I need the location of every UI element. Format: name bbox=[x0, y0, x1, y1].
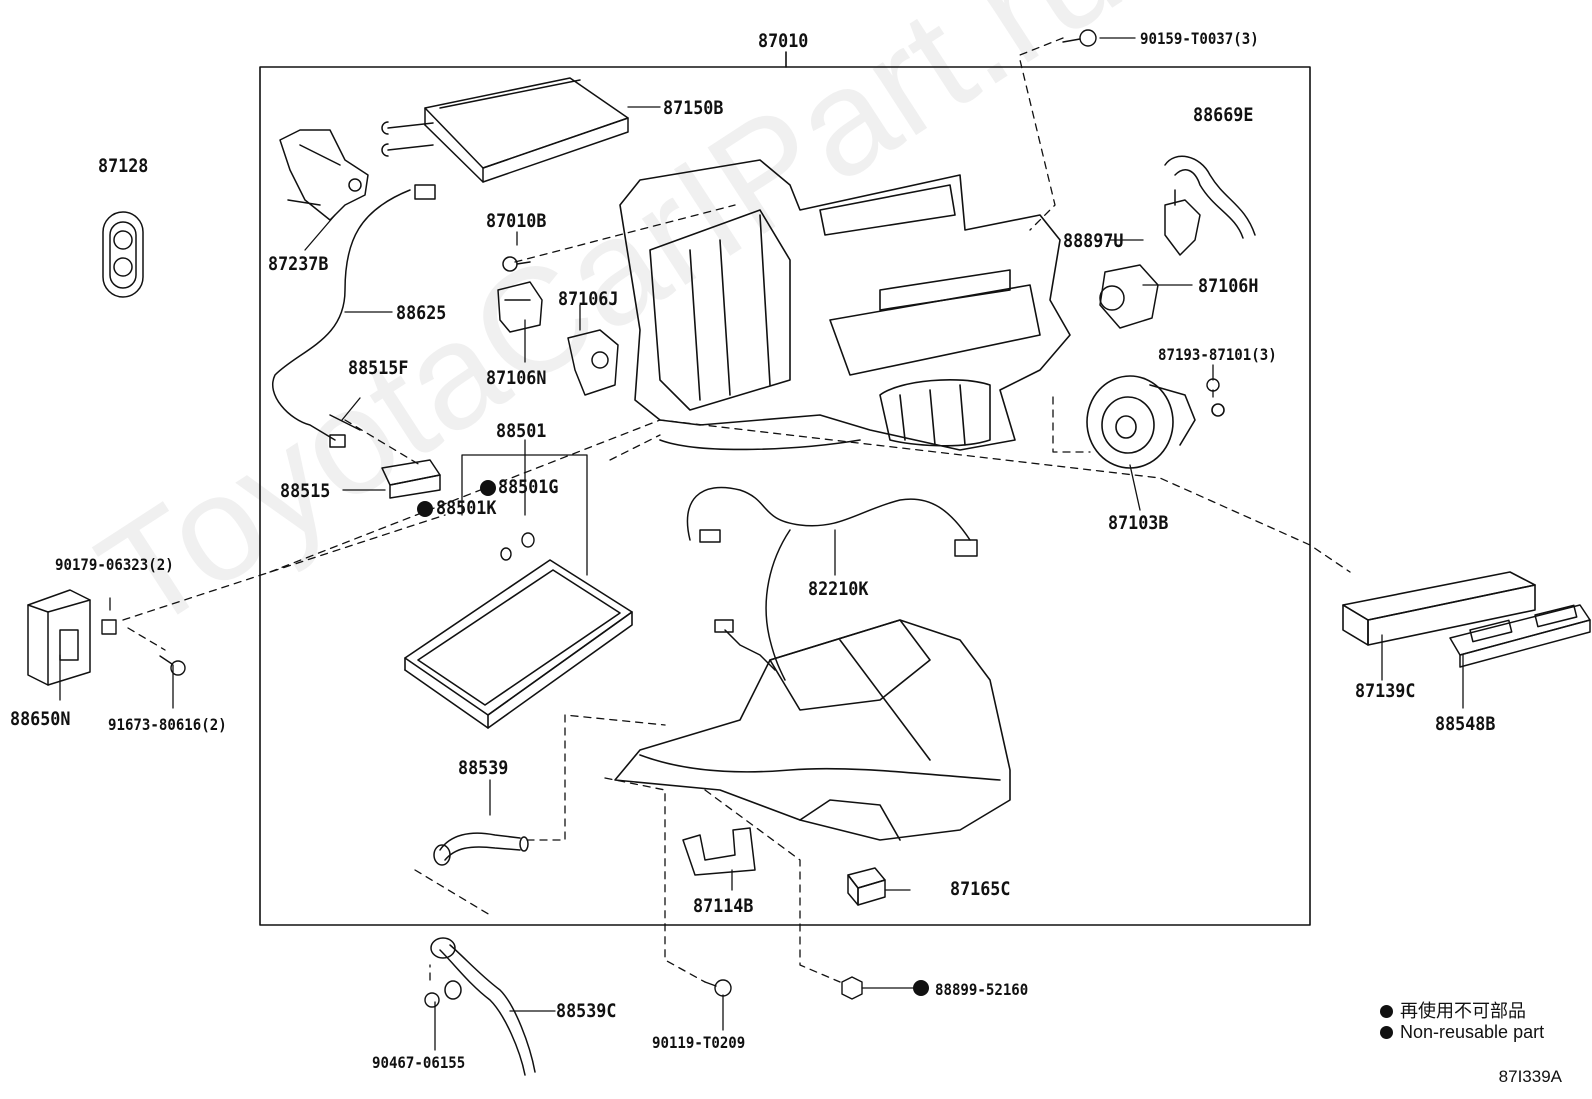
label-87193: 87193-87101(3) bbox=[1158, 345, 1277, 364]
label-88539C: 88539C bbox=[556, 1000, 617, 1022]
legend-text-jp: 再使用不可部品 bbox=[1400, 1001, 1526, 1021]
non-reusable-marker-88501K bbox=[417, 501, 433, 517]
part-88650N-shape bbox=[27, 589, 91, 686]
label-88548B: 88548B bbox=[1435, 713, 1496, 735]
part-87128-shape bbox=[102, 211, 144, 298]
label-88899: 88899-52160 bbox=[935, 980, 1029, 999]
part-87150B-shape bbox=[381, 77, 629, 183]
label-88515F: 88515F bbox=[348, 357, 409, 379]
label-88501K: 88501K bbox=[436, 497, 497, 519]
part-91673-shape bbox=[159, 655, 186, 676]
part-87237B-shape bbox=[279, 129, 369, 221]
part-87139C-shape bbox=[1342, 571, 1536, 646]
part-90467-shape bbox=[424, 992, 440, 1008]
legend-dot-icon bbox=[1380, 1005, 1393, 1018]
part-87106N-shape bbox=[497, 281, 543, 333]
part-88897U-shape bbox=[1164, 189, 1201, 256]
label-88897U: 88897U bbox=[1063, 230, 1124, 252]
part-88539-shape bbox=[433, 832, 529, 866]
label-87010: 87010 bbox=[758, 30, 809, 52]
part-88501-shape bbox=[404, 559, 633, 729]
part-88515-shape bbox=[329, 414, 441, 499]
part-87114B-shape bbox=[682, 827, 756, 876]
label-87106J: 87106J bbox=[558, 288, 619, 310]
legend-line-en: Non-reusable part bbox=[1380, 1022, 1544, 1043]
label-87237B: 87237B bbox=[268, 253, 329, 275]
solid-leaders bbox=[59, 37, 1464, 1051]
label-91673: 91673-80616(2) bbox=[108, 715, 227, 734]
part-87010-case-shape bbox=[619, 159, 1071, 451]
label-88650N: 88650N bbox=[10, 708, 71, 730]
label-88501: 88501 bbox=[496, 420, 547, 442]
part-88899-shape bbox=[841, 976, 863, 1000]
legend-dot-icon bbox=[1380, 1026, 1393, 1039]
part-90119-shape bbox=[704, 979, 732, 997]
label-90159: 90159-T0037(3) bbox=[1140, 29, 1259, 48]
part-87103B-shape bbox=[1086, 375, 1225, 469]
part-88501G-shape bbox=[500, 532, 535, 561]
label-88515: 88515 bbox=[280, 480, 331, 502]
label-87150B: 87150B bbox=[663, 97, 724, 119]
non-reusable-marker-88501G bbox=[480, 480, 496, 496]
label-90179: 90179-06323(2) bbox=[55, 555, 174, 574]
part-88669E-shape bbox=[1164, 155, 1256, 239]
label-87165C: 87165C bbox=[950, 878, 1011, 900]
part-87010B-shape bbox=[502, 256, 531, 272]
label-90467: 90467-06155 bbox=[372, 1053, 466, 1072]
label-87114B: 87114B bbox=[693, 895, 754, 917]
label-88539: 88539 bbox=[458, 757, 509, 779]
label-87128: 87128 bbox=[98, 155, 149, 177]
part-88539C-shape bbox=[430, 937, 536, 1076]
label-87106N: 87106N bbox=[486, 367, 547, 389]
part-87106H-shape bbox=[1099, 264, 1159, 329]
part-90179-shape bbox=[101, 619, 117, 635]
label-87139C: 87139C bbox=[1355, 680, 1416, 702]
drawing-code: 87I339A bbox=[1498, 1067, 1562, 1086]
label-88669E: 88669E bbox=[1193, 104, 1254, 126]
part-88625-shape bbox=[272, 184, 436, 448]
part-lower-case-shape bbox=[614, 619, 1011, 841]
legend-text-en: Non-reusable part bbox=[1400, 1022, 1545, 1042]
part-87193-shape bbox=[1206, 378, 1220, 392]
label-87106H: 87106H bbox=[1198, 275, 1259, 297]
part-82210K-shape bbox=[686, 486, 978, 681]
part-87106J-shape bbox=[567, 329, 619, 396]
part-90159-shape bbox=[1062, 29, 1097, 47]
non-reusable-marker-88899 bbox=[913, 980, 929, 996]
legend-line-jp: 再使用不可部品 bbox=[1380, 997, 1526, 1023]
label-90119: 90119-T0209 bbox=[652, 1033, 746, 1052]
label-87010B: 87010B bbox=[486, 210, 547, 232]
label-88625: 88625 bbox=[396, 302, 447, 324]
label-87103B: 87103B bbox=[1108, 512, 1169, 534]
dashed-leaders bbox=[122, 37, 1351, 983]
label-82210K: 82210K bbox=[808, 578, 869, 600]
assembly-frame bbox=[259, 66, 1311, 926]
part-87165C-shape bbox=[847, 867, 886, 906]
label-88501G: 88501G bbox=[498, 476, 559, 498]
part-88548B-shape bbox=[1449, 604, 1591, 668]
